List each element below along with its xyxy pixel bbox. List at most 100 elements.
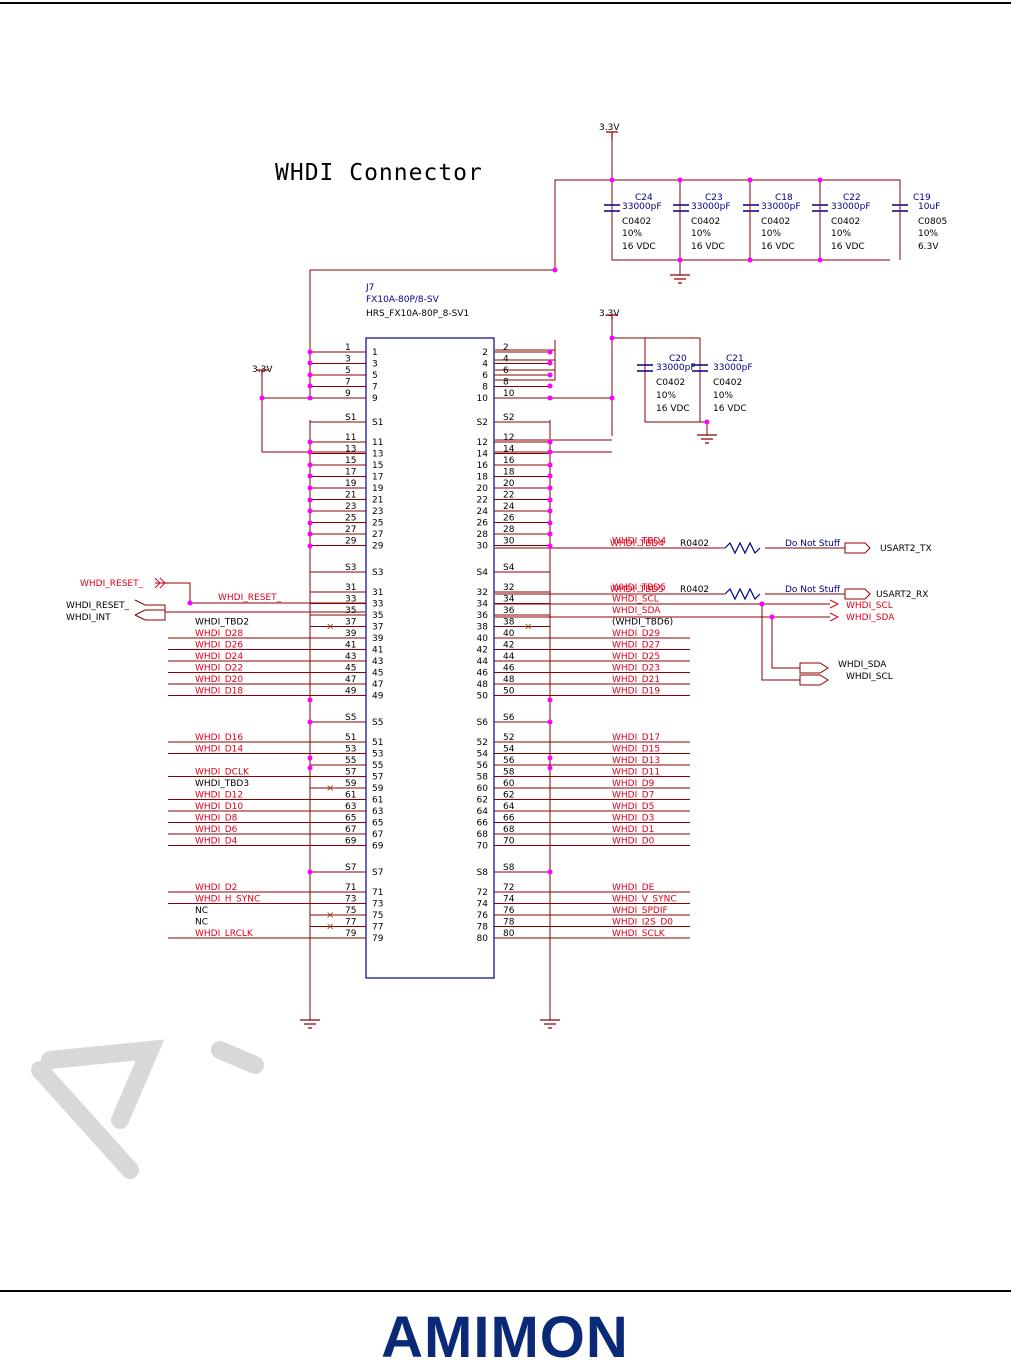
pin-number: 47 [345, 675, 356, 685]
pin-number: 74 [503, 895, 515, 905]
no-connect-mark: × [326, 783, 334, 794]
junction-dot [307, 508, 313, 514]
junction-dot [547, 508, 553, 514]
pin-number: 32 [503, 583, 514, 593]
pin-inner-label: 38 [477, 623, 489, 633]
pin-number: 52 [503, 733, 514, 743]
pin-inner-label: S8 [477, 868, 489, 878]
junction-dot [547, 543, 553, 549]
pin-inner-label: 40 [477, 634, 489, 644]
cap-value: 33000pF [656, 363, 696, 373]
pin-inner-label: 80 [477, 934, 489, 944]
junction-dot [769, 614, 775, 620]
pin-inner-label: 23 [372, 507, 383, 517]
cap-tolerance: 10% [656, 391, 676, 401]
pin-number: 7 [345, 378, 351, 388]
pin-number: 1 [345, 343, 351, 353]
net-label: WHDI_D6 [195, 825, 238, 835]
pin-inner-label: 76 [477, 911, 489, 921]
pin-inner-label: 17 [372, 473, 383, 483]
pin-number: 12 [503, 433, 514, 443]
cap-c18: C18 33000pF C0402 10% 16 VDC [743, 193, 801, 252]
port-reset-in: WHDI_RESET_ [80, 579, 144, 589]
pin-inner-label: 19 [372, 484, 384, 494]
pin-inner-label: S6 [477, 718, 489, 728]
pin-inner-label: 24 [477, 507, 489, 517]
pin-number: 27 [345, 525, 356, 535]
pin-number: 66 [503, 814, 515, 824]
cap-ref: C23 [705, 193, 723, 203]
pin-inner-label: 50 [477, 692, 489, 702]
pin-inner-label: 30 [477, 542, 489, 552]
pin-number: 38 [503, 618, 515, 628]
cap-c21: C21 33000pF C0402 10% 16 VDC [692, 354, 753, 414]
cap-tolerance: 10% [622, 229, 642, 239]
pin-inner-label: 15 [372, 461, 383, 471]
pin-inner-label: 75 [372, 911, 383, 921]
part-footprint: HRS_FX10A-80P_8-SV1 [366, 309, 469, 319]
net-label: WHDI_DCLK [195, 768, 250, 778]
junction-dot [547, 520, 553, 526]
pin-number: 55 [345, 756, 356, 766]
pin-inner-label: 36 [477, 611, 489, 621]
junction-dot [547, 349, 553, 355]
resistor-tbd5: WHDI_TBD5 R0402 Do Not Stuff USART2_RX [495, 585, 928, 601]
pin-number: 30 [503, 537, 515, 547]
pin-number: 78 [503, 918, 515, 928]
resistor-value: Do Not Stuff [785, 585, 841, 595]
net-label: WHDI_TBD2 [195, 618, 249, 628]
pin-number: 10 [503, 389, 515, 399]
cap-ref: C24 [635, 193, 653, 203]
no-connect-mark: × [326, 910, 334, 921]
junction-dot [187, 600, 193, 606]
junction-dot [307, 697, 313, 703]
right-ports: WHDI_SCL WHDI_SDA WHDI_SDA WHDI_SCL [495, 599, 895, 686]
footer-rule [0, 1290, 1011, 1292]
junction-dot [747, 257, 753, 263]
junction-dot [307, 765, 313, 771]
net-label: WHDI_D10 [195, 802, 243, 812]
net-label: WHDI_SCL [612, 595, 659, 605]
pin-inner-label: 6 [482, 371, 488, 381]
pin-number: 43 [345, 652, 356, 662]
cap-package: C0402 [761, 217, 790, 227]
pin-inner-label: 1 [372, 348, 378, 358]
pin-inner-label: 59 [372, 784, 384, 794]
net-label: WHDI_D18 [195, 687, 243, 697]
net-label: WHDI_TBD5 [612, 583, 666, 593]
net-label: WHDI_RESET_ [218, 593, 282, 603]
pin-inner-label: 64 [477, 807, 489, 817]
pin-number: 11 [345, 433, 356, 443]
net-label: WHDI_D23 [612, 664, 660, 674]
net-label: WHDI_D28 [195, 629, 243, 639]
pin-number: 3 [345, 355, 351, 365]
port-int: WHDI_INT [66, 613, 111, 623]
pin-inner-label: 48 [477, 680, 489, 690]
net-label: WHDI_D27 [612, 641, 660, 651]
net-label: WHDI_D14 [195, 745, 243, 755]
net-label: WHDI_D19 [612, 687, 660, 697]
cap-c20: C20 33000pF C0402 10% 16 VDC [637, 354, 696, 414]
pin-inner-label: S4 [477, 568, 489, 578]
pin-number: 9 [345, 389, 351, 399]
pin-inner-label: 28 [477, 530, 489, 540]
cap-ref: C22 [843, 193, 861, 203]
